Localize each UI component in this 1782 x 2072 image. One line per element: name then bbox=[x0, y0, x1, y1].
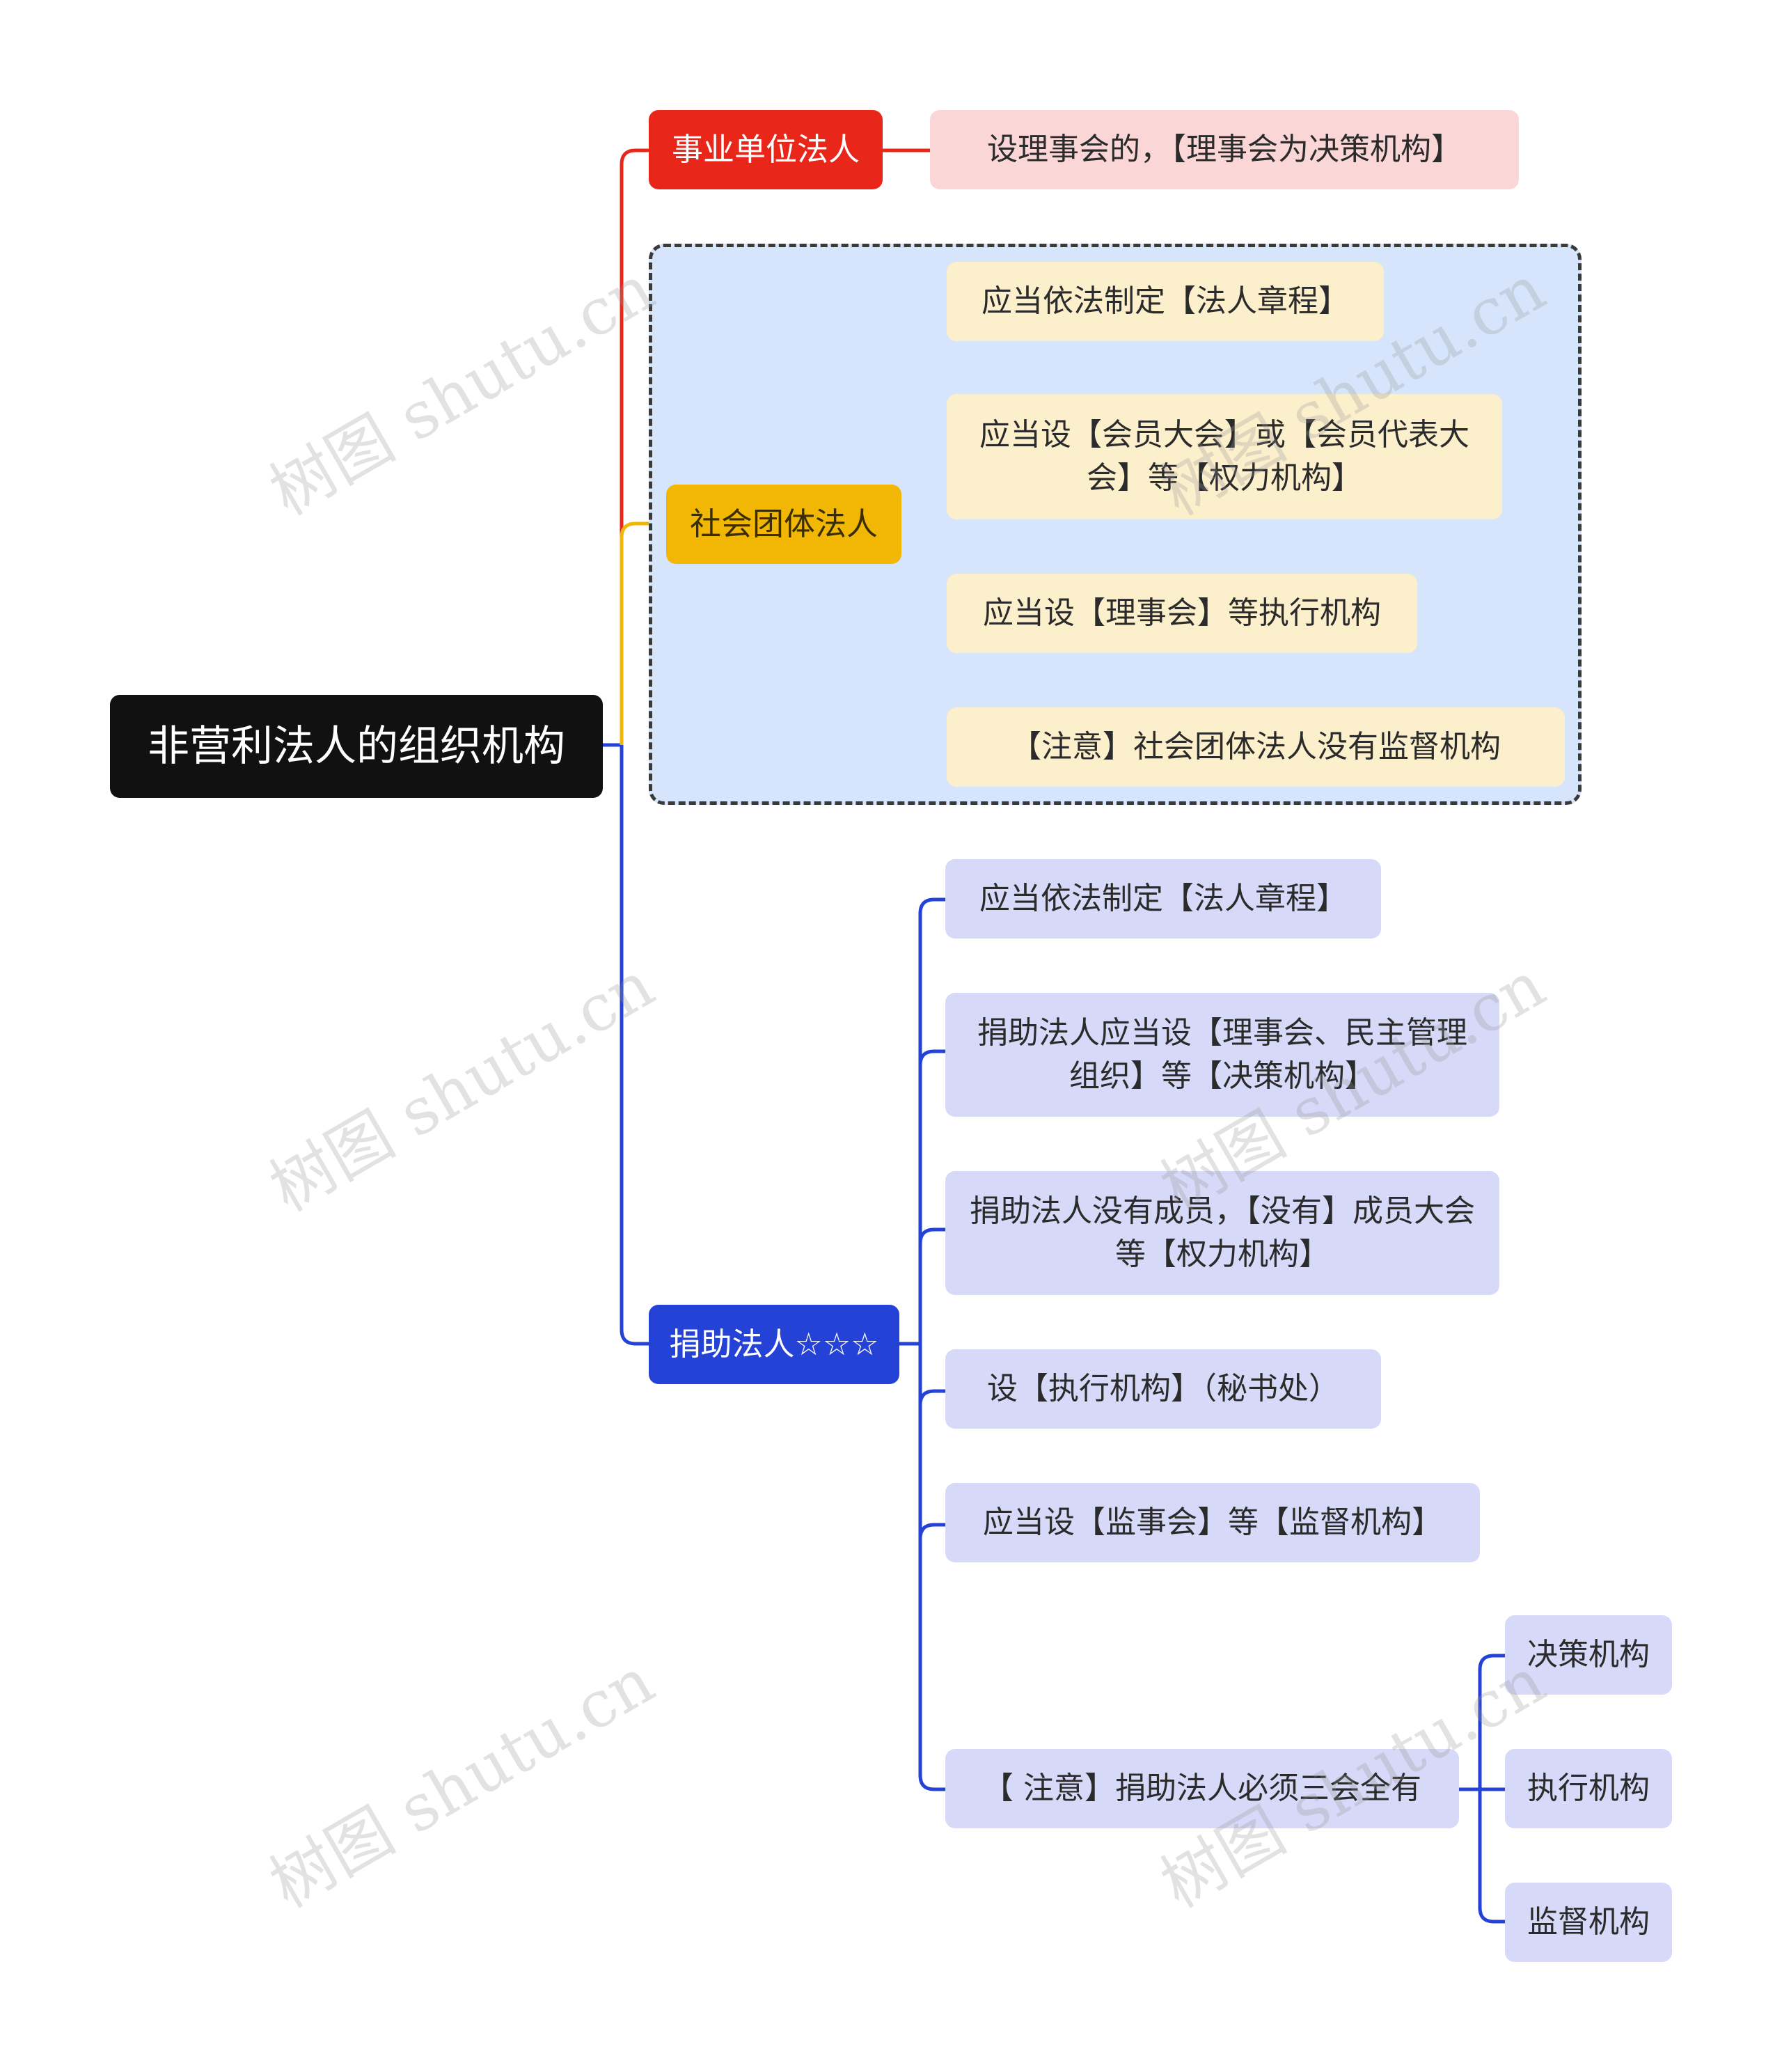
social-group-item-3[interactable]: 应当设【理事会】等执行机构 bbox=[947, 574, 1417, 653]
sub-item-decision-body[interactable]: 决策机构 bbox=[1505, 1615, 1672, 1695]
sub-item-executive-body[interactable]: 执行机构 bbox=[1505, 1749, 1672, 1828]
root-node[interactable]: 非营利法人的组织机构 bbox=[110, 695, 603, 798]
sub-item-supervisory-body[interactable]: 监督机构 bbox=[1505, 1883, 1672, 1962]
public-institution-item-1[interactable]: 设理事会的，【理事会为决策机构】 bbox=[930, 110, 1519, 189]
branch-public-institution[interactable]: 事业单位法人 bbox=[649, 110, 883, 189]
donation-item-4[interactable]: 设【执行机构】（秘书处） bbox=[945, 1349, 1381, 1429]
donation-item-1[interactable]: 应当依法制定【法人章程】 bbox=[945, 859, 1381, 939]
social-group-item-2[interactable]: 应当设【会员大会】或【会员代表大会】等【权力机构】 bbox=[947, 394, 1502, 519]
donation-item-6[interactable]: 【 注意】捐助法人必须三会全有 bbox=[945, 1749, 1459, 1828]
donation-item-2[interactable]: 捐助法人应当设【理事会、民主管理组织】等【决策机构】 bbox=[945, 993, 1499, 1117]
branch-donation[interactable]: 捐助法人☆☆☆ bbox=[649, 1305, 899, 1384]
social-group-item-4[interactable]: 【注意】社会团体法人没有监督机构 bbox=[947, 707, 1565, 787]
donation-item-3[interactable]: 捐助法人没有成员，【没有】成员大会等【权力机构】 bbox=[945, 1171, 1499, 1295]
social-group-item-1[interactable]: 应当依法制定【法人章程】 bbox=[947, 262, 1384, 341]
branch-social-group[interactable]: 社会团体法人 bbox=[666, 485, 901, 564]
donation-item-5[interactable]: 应当设【监事会】等【监督机构】 bbox=[945, 1483, 1480, 1562]
